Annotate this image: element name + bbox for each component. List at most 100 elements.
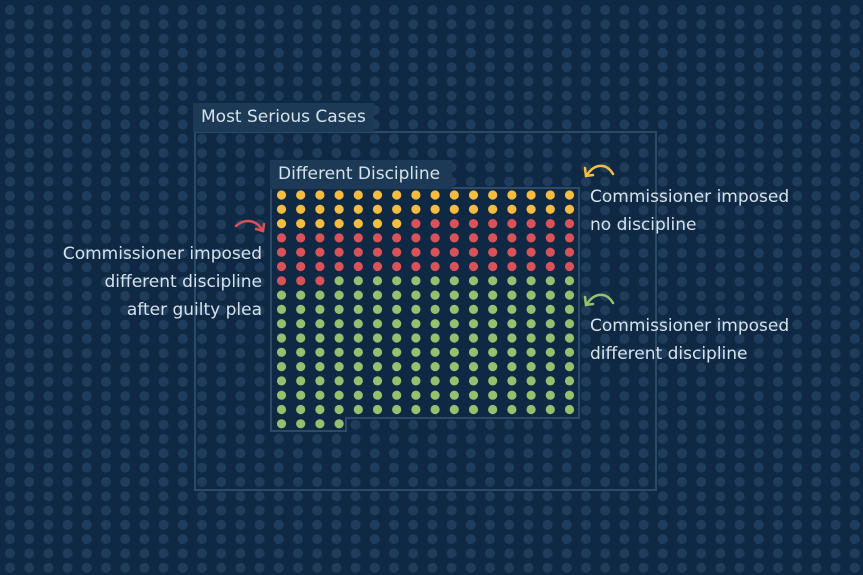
- bg-dot: [830, 148, 841, 158]
- bg-dot: [753, 233, 764, 244]
- bg-dot: [24, 47, 35, 58]
- bg-dot: [120, 534, 131, 545]
- bg-dot: [216, 219, 227, 230]
- bg-dot: [81, 333, 92, 344]
- bg-dot: [158, 519, 169, 530]
- bg-dot: [619, 534, 630, 545]
- bg-dot: [101, 219, 111, 230]
- bg-dot: [792, 333, 803, 344]
- bg-dot: [197, 448, 207, 459]
- bg-dot: [792, 319, 803, 330]
- bg-dot: [849, 162, 860, 173]
- bg-dot: [389, 476, 399, 487]
- bg-dot: [197, 519, 207, 530]
- bg-dot: [465, 119, 476, 130]
- bg-dot: [197, 76, 207, 87]
- bg-dot: [792, 562, 803, 573]
- bg-dot: [158, 133, 169, 144]
- bg-dot: [139, 505, 150, 516]
- bg-dot: [581, 33, 591, 44]
- bg-dot: [158, 248, 169, 259]
- dot-series-1: [315, 261, 325, 272]
- bg-dot: [254, 476, 265, 487]
- dot-series-2: [296, 290, 306, 300]
- bg-dot: [197, 219, 207, 230]
- bg-dot: [619, 90, 630, 101]
- dot-series-2: [353, 390, 363, 400]
- bg-dot: [177, 219, 188, 230]
- bg-dot: [753, 162, 764, 173]
- bg-dot: [43, 276, 54, 287]
- bg-dot: [581, 462, 591, 473]
- bg-dot: [427, 562, 438, 573]
- bg-dot: [24, 262, 35, 273]
- dot-series-2: [526, 333, 536, 343]
- bg-dot: [715, 33, 726, 44]
- bg-dot: [427, 62, 438, 73]
- bg-dot: [5, 462, 15, 473]
- bg-dot: [24, 62, 35, 73]
- bg-dot: [197, 233, 207, 244]
- bg-dot: [619, 233, 630, 244]
- dot-series-1: [545, 247, 555, 257]
- bg-dot: [5, 333, 15, 344]
- bg-dot: [504, 534, 515, 545]
- bg-dot: [350, 5, 361, 15]
- bg-dot: [715, 133, 726, 144]
- bg-dot: [773, 262, 783, 273]
- bg-dot: [43, 90, 54, 101]
- bg-dot: [197, 276, 207, 287]
- bg-dot: [369, 148, 380, 158]
- bg-dot: [811, 119, 822, 130]
- bg-dot: [120, 348, 131, 359]
- bg-dot: [101, 519, 111, 530]
- bg-dot: [158, 291, 169, 301]
- bg-dot: [581, 305, 591, 316]
- bg-dot: [389, 534, 399, 545]
- dot-series-1: [430, 261, 440, 272]
- dot-series-2: [526, 276, 536, 286]
- bg-dot: [62, 133, 73, 144]
- bg-dot: [849, 548, 860, 559]
- bg-dot: [830, 133, 841, 144]
- bg-dot: [235, 19, 246, 30]
- bg-dot: [5, 276, 15, 287]
- bg-dot: [465, 47, 476, 58]
- dot-series-1: [296, 276, 306, 286]
- bg-dot: [101, 333, 111, 344]
- bg-dot: [715, 248, 726, 259]
- bg-dot: [62, 434, 73, 444]
- bg-dot: [24, 33, 35, 44]
- bg-dot: [139, 148, 150, 158]
- bg-dot: [638, 505, 649, 516]
- bg-dot: [120, 448, 131, 459]
- bg-dot: [753, 248, 764, 259]
- bg-dot: [619, 291, 630, 301]
- bg-dot: [81, 148, 92, 158]
- bg-dot: [504, 434, 515, 444]
- bg-dot: [753, 90, 764, 101]
- bg-dot: [523, 148, 534, 158]
- bg-dot: [62, 190, 73, 201]
- dot-series-2: [430, 276, 440, 286]
- bg-dot: [197, 362, 207, 373]
- dot-series-2: [392, 304, 402, 314]
- bg-dot: [638, 362, 649, 373]
- bg-dot: [504, 105, 515, 116]
- bg-dot: [389, 119, 399, 130]
- bg-dot: [657, 491, 668, 502]
- bg-dot: [331, 448, 342, 459]
- bg-dot: [734, 62, 745, 73]
- dot-series-2: [276, 376, 287, 386]
- bg-dot: [734, 534, 745, 545]
- bg-dot: [715, 548, 726, 559]
- dot-series-2: [296, 404, 306, 415]
- bg-dot: [158, 319, 169, 330]
- bg-dot: [408, 491, 419, 502]
- dot-series-2: [276, 362, 287, 372]
- bg-dot: [5, 233, 15, 244]
- bg-dot: [446, 491, 457, 502]
- bg-dot: [254, 305, 265, 316]
- bg-dot: [696, 534, 707, 545]
- bg-dot: [235, 276, 246, 287]
